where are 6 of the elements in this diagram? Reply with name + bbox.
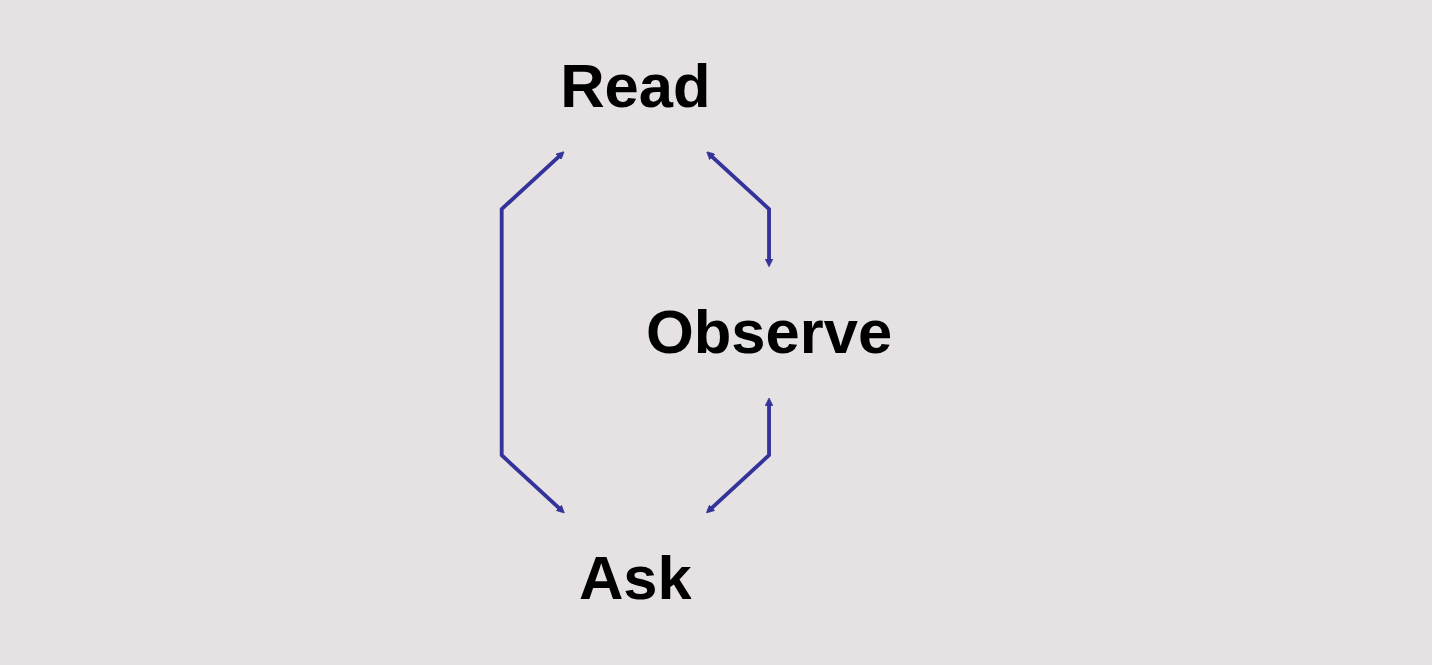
node-text: Ask	[578, 544, 692, 614]
arrow	[499, 151, 565, 514]
arrow	[705, 397, 774, 514]
arrow	[706, 151, 774, 268]
node-text: Read	[559, 51, 711, 121]
node-text: Observe	[645, 297, 892, 368]
